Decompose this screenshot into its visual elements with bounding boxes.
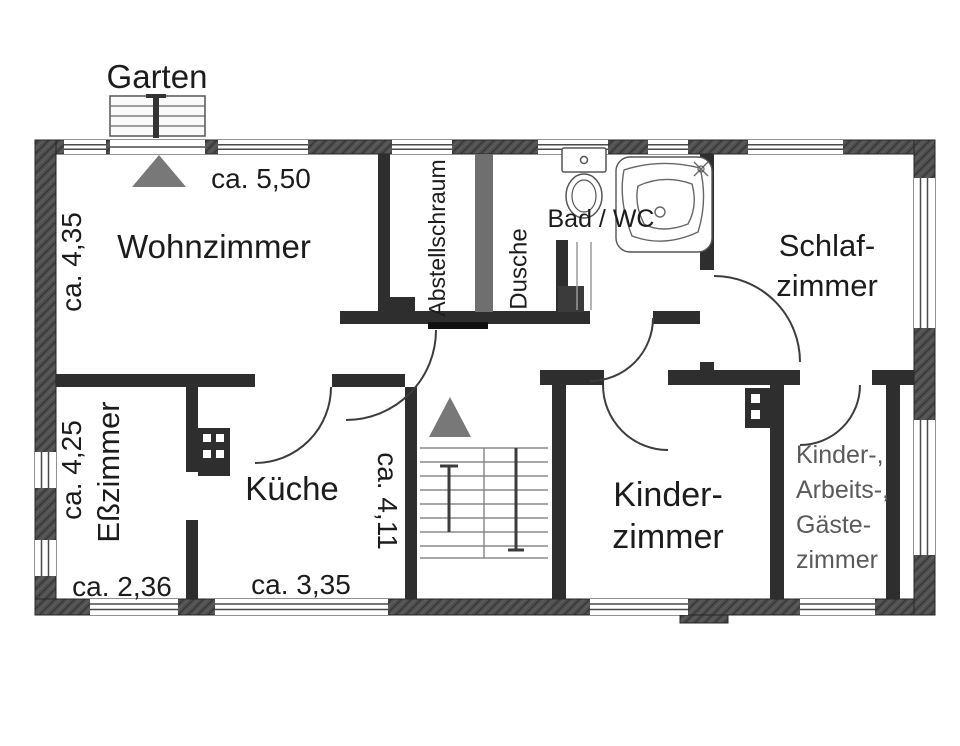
window	[914, 420, 935, 555]
staircase-icon	[420, 447, 548, 559]
duct-icon	[745, 388, 773, 428]
room-label-abstellraum: Abstellschraum	[424, 159, 450, 316]
room-label-schlafzimmer-line2: zimmer	[776, 268, 878, 303]
direction-arrow-icon	[429, 397, 471, 437]
window	[392, 140, 452, 154]
dimension-kueche-breite: ca. 3,35	[251, 569, 351, 600]
threshold-mark	[428, 322, 488, 329]
shower-partition	[576, 242, 592, 310]
room-label-schlafzimmer-line1: Schlaf-	[779, 228, 875, 263]
room-label-mehrzweckzimmer: Kinder-, Arbeits-, Gäste- zimmer	[796, 441, 889, 574]
garden-label: Garten	[107, 58, 208, 95]
window	[800, 599, 875, 615]
toilet-icon	[561, 147, 607, 219]
room-label-wohnzimmer: Wohnzimmer	[117, 228, 311, 265]
bathtub-icon	[615, 156, 713, 253]
window	[215, 599, 388, 615]
window	[914, 178, 935, 328]
window	[35, 452, 56, 488]
dimension-wohnzimmer-tiefe: ca. 4,35	[56, 212, 87, 312]
window	[218, 140, 308, 154]
garden-door	[110, 140, 205, 154]
door-arc	[713, 275, 801, 363]
window	[590, 599, 688, 615]
door-arc	[254, 386, 332, 464]
gray-partition-wall	[475, 154, 493, 312]
window	[35, 540, 56, 576]
window	[90, 599, 178, 615]
room-label-dusche: Dusche	[505, 228, 532, 309]
window	[748, 140, 843, 154]
room-label-mehrzweckzimmer-line3: Gäste-	[796, 511, 871, 539]
door-arc	[589, 317, 654, 382]
room-label-mehrzweckzimmer-line1: Kinder-,	[796, 441, 884, 469]
garden-stairs-icon	[109, 94, 206, 138]
door-arc	[602, 384, 669, 451]
dimension-esszimmer-breite: ca. 2,36	[72, 571, 172, 602]
faucet-icon	[693, 161, 709, 177]
doors	[254, 275, 861, 464]
room-label-kinderzimmer-line1: Kinder-	[613, 476, 723, 514]
door-arc	[799, 384, 861, 446]
room-label-bad-wc: Bad / WC	[548, 205, 655, 233]
dimension-wohnzimmer-breite: ca. 5,50	[211, 163, 311, 194]
dimension-kueche-tiefe: ca. 4,11	[372, 452, 403, 550]
window	[648, 140, 688, 154]
stove-icon	[198, 428, 230, 476]
room-label-kueche: Küche	[245, 470, 339, 507]
room-label-esszimmer: Eßzimmer	[91, 401, 126, 542]
room-label-mehrzweckzimmer-line4: zimmer	[796, 546, 878, 574]
window	[64, 140, 106, 154]
room-label-mehrzweckzimmer-line2: Arbeits-,	[796, 476, 889, 504]
room-label-kinderzimmer-line2: zimmer	[612, 518, 723, 556]
direction-arrow-icon	[132, 155, 186, 187]
dimension-esszimmer-tiefe: ca. 4,25	[56, 420, 87, 520]
entry-step	[679, 614, 729, 624]
door-arc	[345, 329, 437, 421]
interior-walls	[56, 154, 914, 599]
